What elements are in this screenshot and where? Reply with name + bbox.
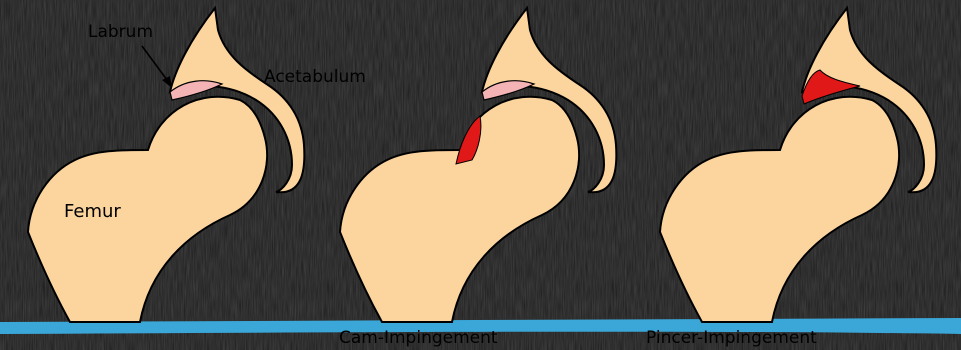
acetabulum-label: Acetabulum <box>264 67 366 87</box>
pincer-caption: Pincer-Impingement <box>646 328 817 348</box>
cam-caption: Cam-Impingement <box>339 328 498 348</box>
femur-label: Femur <box>64 201 121 222</box>
labrum-label: Labrum <box>88 22 153 42</box>
